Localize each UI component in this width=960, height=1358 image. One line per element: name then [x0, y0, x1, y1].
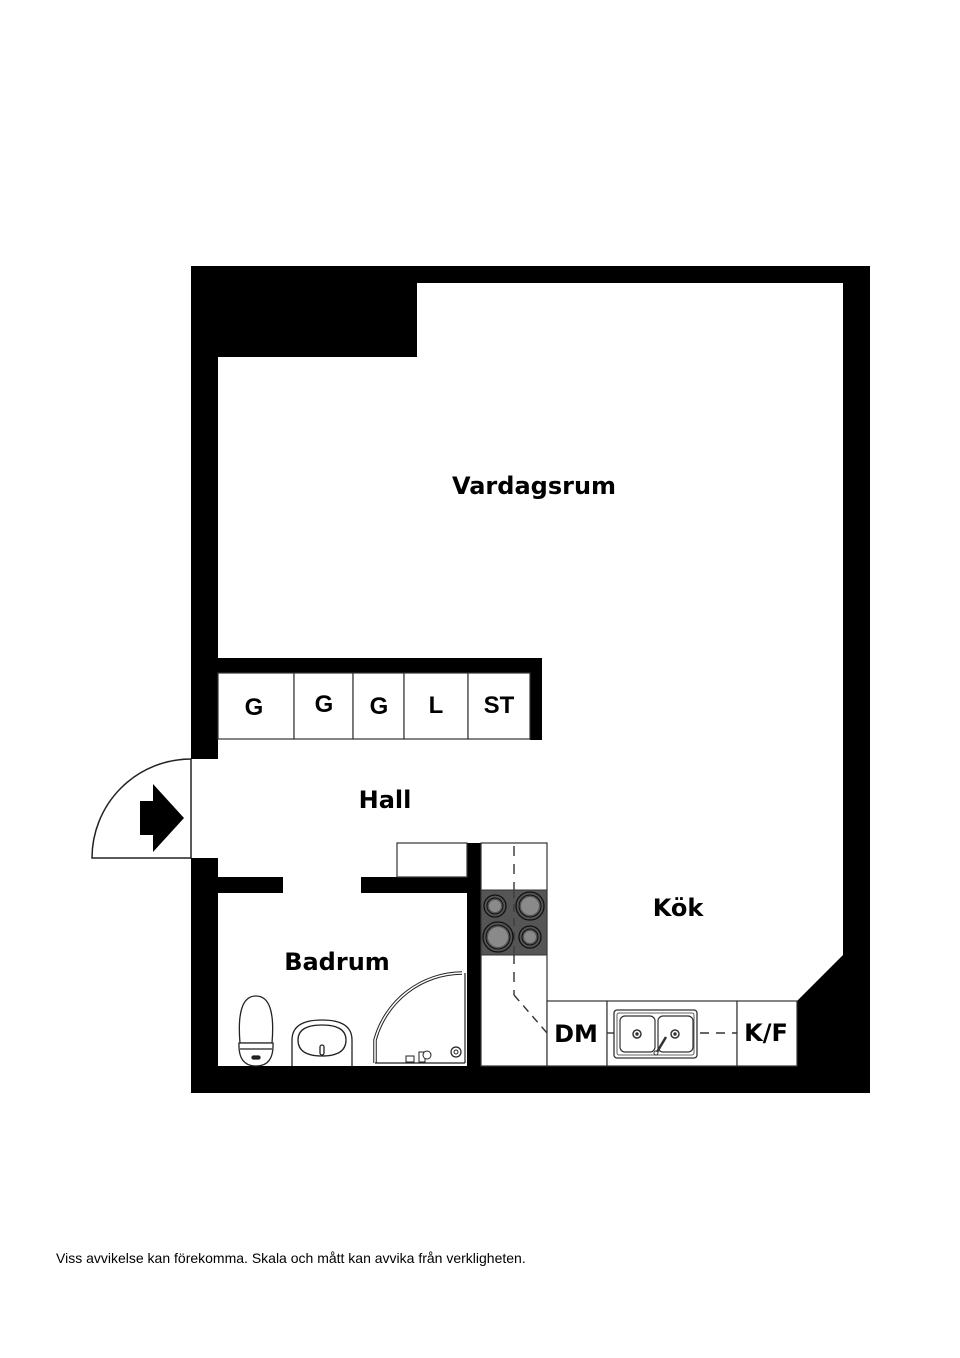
- entrance-arrow-icon: [140, 784, 184, 852]
- room-label-kok: Kök: [652, 894, 704, 922]
- outer-walls: [191, 266, 870, 1093]
- kitchen-sink-icon: [613, 1009, 698, 1059]
- room-label-vardagsrum: Vardagsrum: [451, 472, 617, 500]
- dishwasher-label: DM: [552, 1020, 600, 1048]
- closet-label: G: [244, 694, 264, 721]
- closet-label: G: [314, 691, 334, 718]
- closet-wall: [218, 658, 542, 740]
- toilet-icon: [238, 995, 274, 1067]
- disclaimer-text: Viss avvikelse kan förekomma. Skala och …: [56, 1250, 526, 1266]
- closet-row: [217, 672, 531, 740]
- shelf-box: [396, 842, 468, 878]
- closet-label: L: [428, 692, 444, 719]
- shower-icon: [373, 971, 466, 1064]
- closet-label: ST: [483, 692, 515, 719]
- room-label-hall: Hall: [358, 786, 412, 814]
- bathroom-walls: [218, 843, 481, 1066]
- closet-label: G: [369, 693, 389, 720]
- washbasin-icon: [291, 1019, 353, 1066]
- stove-icon: [480, 889, 548, 956]
- room-label-badrum: Badrum: [284, 948, 390, 976]
- entrance-door[interactable]: [91, 758, 192, 859]
- fridge-freezer-label: K/F: [742, 1019, 790, 1047]
